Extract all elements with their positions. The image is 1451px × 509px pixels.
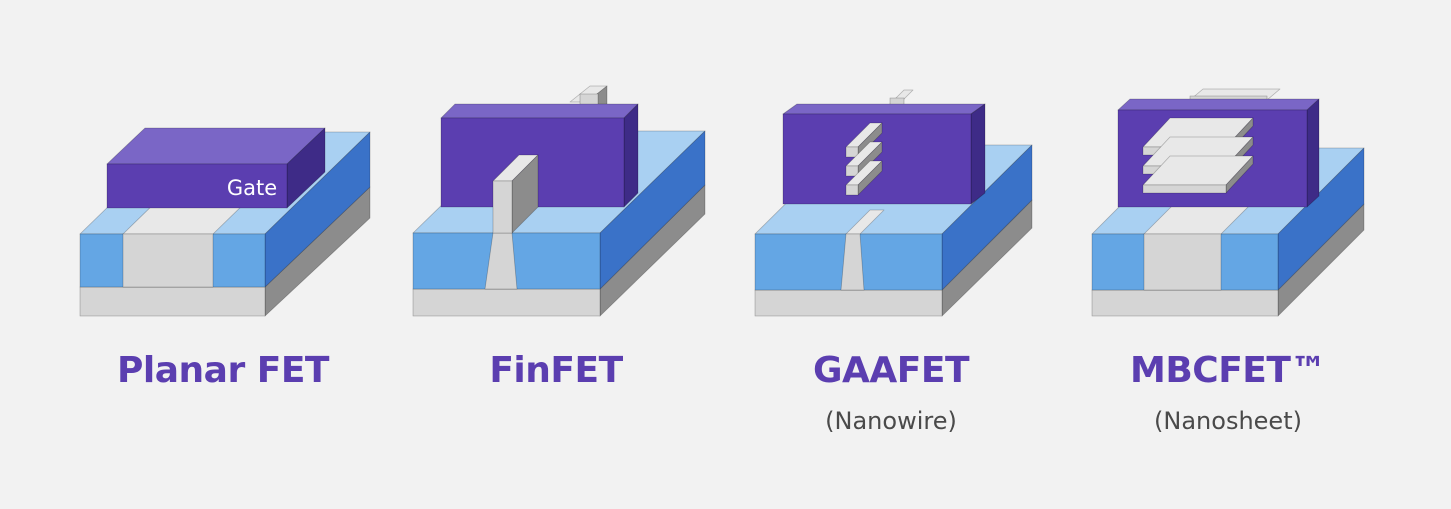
planar-channel-front [122,233,214,288]
finfet-gate-top [440,103,639,119]
planar-gate-front [106,163,288,209]
mbcfet-substrate-front [1091,289,1279,317]
gaafet-substrate-front [754,289,943,317]
planar-fet-structure: Gate [79,127,371,317]
mbcfet-nanosheet-3 [1142,155,1254,194]
mbcfet-gate-top [1117,98,1320,111]
mbcfet-subtitle: (Nanosheet) [1154,407,1302,435]
gaafet-fin-base [840,233,865,291]
gaafet-nanowire-3 [845,160,883,196]
gaafet-subtitle: (Nanowire) [825,407,957,435]
mbcfet-structure [1091,88,1365,317]
mbcfet-channel-front [1143,233,1222,291]
planar-substrate-front [79,286,266,317]
mbcfet-title: MBCFET™ [1130,350,1326,391]
finfet-substrate-front [412,288,601,317]
gaafet-title: GAAFET [812,350,970,391]
mbcfet-gate-side [1306,98,1320,208]
gate-label: Gate [227,176,277,200]
finfet-gate-side [623,103,639,208]
finfet-title: FinFET [489,350,623,391]
finfet-structure [412,85,706,317]
finfet-fin-front [492,180,513,234]
gaafet-structure [754,89,1033,317]
gaafet-gate-side [970,103,986,205]
gaafet-gate-top [782,103,986,115]
planar-fet-title: Planar FET [117,350,329,391]
